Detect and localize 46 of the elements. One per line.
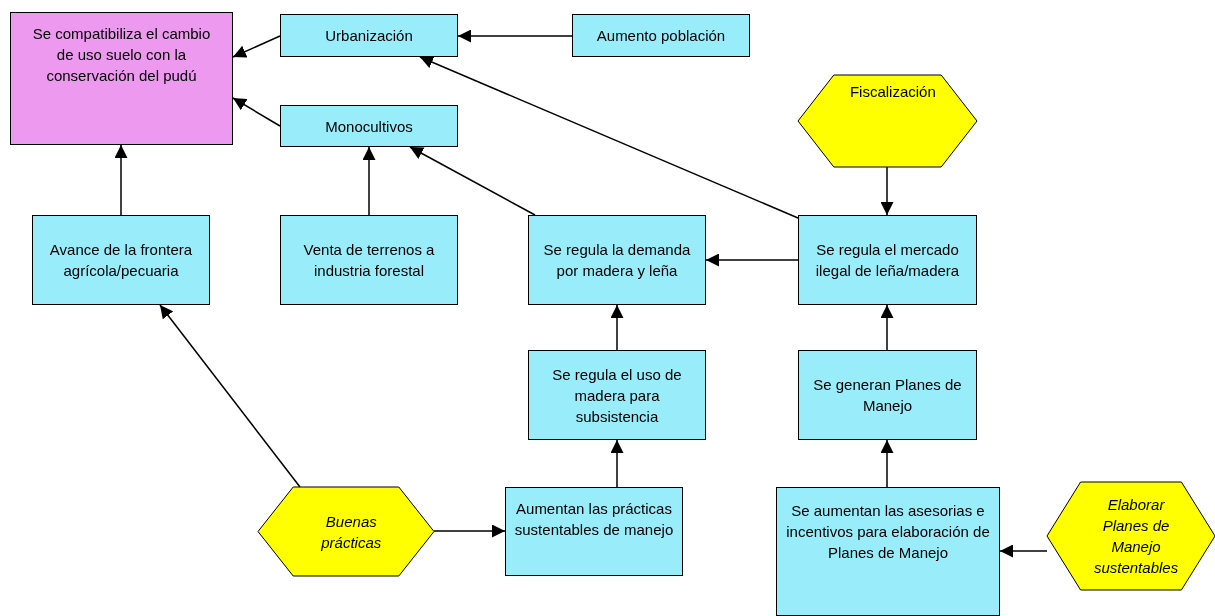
process-box (798, 215, 977, 305)
process-box (572, 14, 750, 57)
node-label: Se regula la demanda por madera y leña (542, 240, 692, 281)
arrow (705, 253, 799, 267)
arrow (419, 56, 799, 219)
process-box (280, 215, 458, 305)
arrow (999, 544, 1048, 558)
process-box (528, 215, 706, 305)
hexagon-node (798, 75, 977, 167)
arrow (409, 146, 536, 216)
process-box (280, 105, 458, 147)
node-label: Monocultivos (324, 116, 414, 137)
node-label: Avance de la frontera agrícola/pecuaria (48, 240, 194, 281)
node-label: Fiscalización (848, 82, 937, 102)
arrow (433, 524, 506, 538)
process-box (528, 350, 706, 440)
arrow (232, 35, 281, 58)
node-label: Se aumentan las asesorias e incentivos para elaboración de Planes de Manejo (785, 501, 991, 563)
node-label: Se regula el mercado ilegal de leña/madera (814, 240, 961, 281)
arrow (610, 304, 624, 351)
node-label: Elaborar Planes de Manejo sustentables (1092, 495, 1180, 578)
process-box (32, 215, 210, 305)
arrow (880, 166, 894, 216)
node-label: Buenas prácticas (320, 511, 383, 553)
node-label: Se generan Planes de Manejo (812, 375, 963, 416)
process-box (798, 350, 977, 440)
node-label: Se regula el uso de madera para subsistencia (551, 364, 683, 427)
node-label: Aumento población (595, 26, 727, 46)
hexagon-node (258, 487, 434, 576)
arrow (457, 29, 573, 43)
node-label: Urbanización (324, 26, 414, 46)
process-box (776, 487, 1000, 616)
hexagon-node (1047, 482, 1215, 590)
arrow (232, 97, 281, 127)
arrow (610, 439, 624, 488)
node-label: Venta de terrenos a industria forestal (302, 240, 436, 281)
process-box (10, 12, 233, 145)
arrow (880, 304, 894, 351)
node-label: Se compatibiliza el cambio de uso suelo con la conservación del pudú (31, 24, 212, 86)
process-box (505, 487, 683, 576)
node-label: Aumentan las prácticas sustentables de manejo (513, 499, 675, 540)
arrow (362, 146, 376, 216)
arrow (159, 304, 301, 488)
arrow (880, 439, 894, 488)
arrow (114, 144, 128, 216)
process-box (280, 14, 458, 57)
